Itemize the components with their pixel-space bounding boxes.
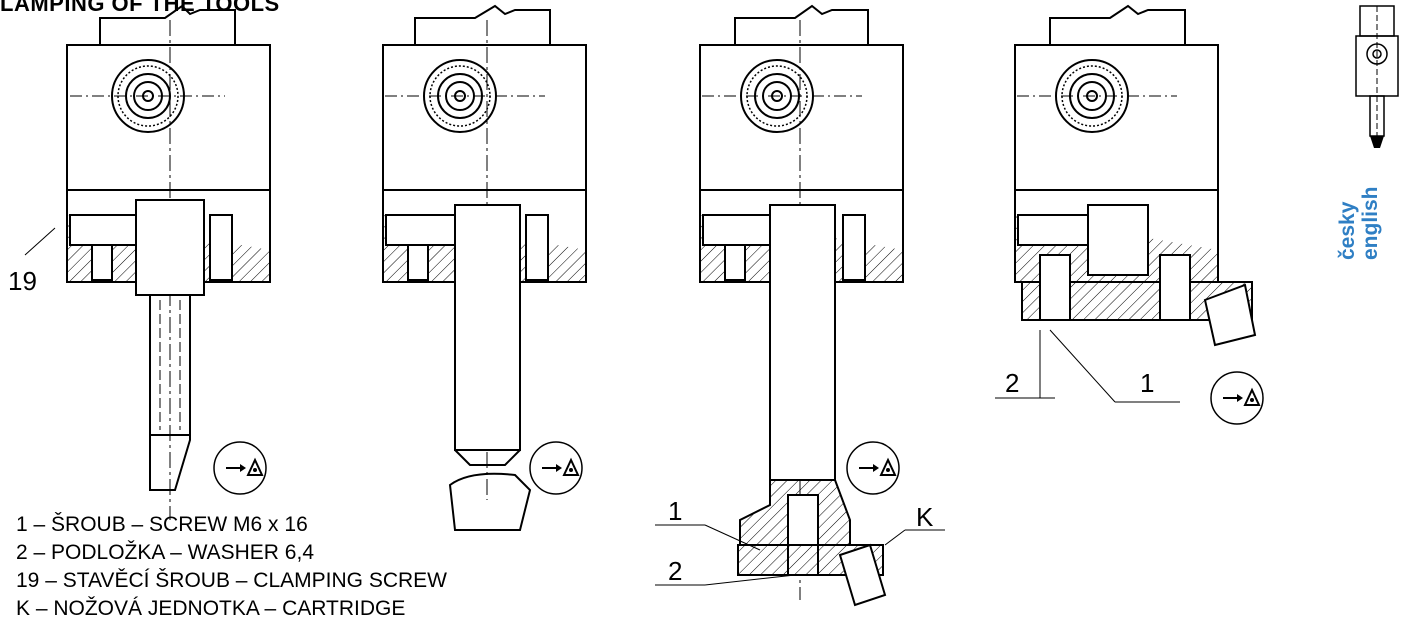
label-k: K: [916, 502, 934, 532]
figure-2: [382, 4, 587, 531]
label-1-fig4: 1: [1140, 368, 1154, 398]
label-2-fig3: 2: [668, 556, 682, 586]
drawing-heading: LAMPING OF THE TOOLS: [0, 0, 280, 16]
lang-czech-link[interactable]: česky: [1336, 201, 1359, 260]
legend-item: 1 – ŠROUB – SCREW M6 x 16: [16, 513, 308, 536]
tool-clamping-drawing: 19: [8, 4, 1264, 607]
legend-item: 19 – STAVĚCÍ ŠROUB – CLAMPING SCREW: [16, 569, 447, 592]
legend-item: 2 – PODLOŽKA – WASHER 6,4: [16, 541, 314, 564]
legend-item: K – NOŽOVÁ JEDNOTKA – CARTRIDGE: [16, 597, 406, 620]
parts-legend: 1 – ŠROUB – SCREW M6 x 16 2 – PODLOŽKA –…: [16, 511, 447, 623]
lang-english-link[interactable]: english: [1359, 186, 1382, 260]
figure-4: [995, 4, 1257, 403]
label-2-fig4: 2: [1005, 368, 1019, 398]
label-19: 19: [8, 266, 37, 296]
figure-3: [655, 4, 945, 607]
tool-thumbnail-icon[interactable]: [1352, 2, 1402, 152]
label-1-fig3: 1: [668, 496, 682, 526]
figure-1: [24, 4, 271, 520]
language-switcher: česky english: [1336, 160, 1396, 260]
